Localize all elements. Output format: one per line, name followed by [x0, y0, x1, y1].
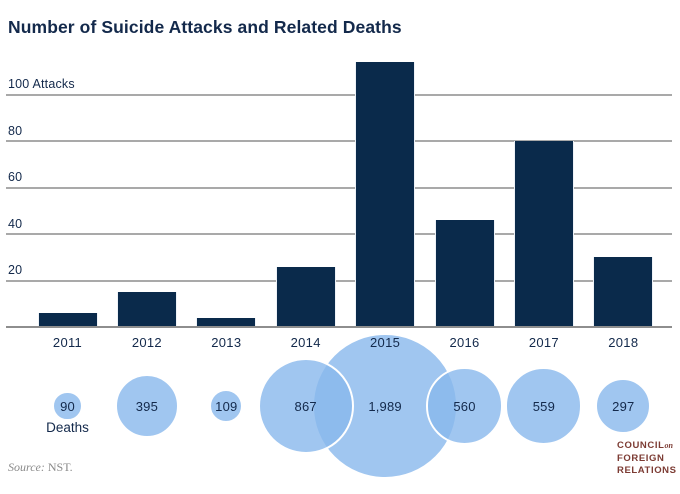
- attacks-bar-2016: [434, 220, 495, 327]
- attacks-bar-2012: [116, 292, 177, 327]
- year-label-2016: 2016: [449, 335, 480, 350]
- year-label-2012: 2012: [131, 335, 162, 350]
- gridline-20: [6, 279, 672, 282]
- deaths-bubble-2017: [505, 367, 583, 445]
- attacks-bar-2018: [593, 257, 654, 327]
- attacks-bar-2013: [196, 317, 257, 327]
- cfr-logo-line2: FOREIGN: [617, 452, 665, 464]
- y-tick-label-60: 60: [8, 170, 23, 184]
- y-tick-label-40: 40: [8, 216, 23, 231]
- cfr-logo: COUNCILon FOREIGN RELATIONS: [617, 440, 677, 478]
- year-label-2013: 2013: [211, 335, 242, 350]
- deaths-value-2012: 395: [135, 398, 159, 414]
- year-label-2011: 2011: [52, 335, 83, 350]
- gridline-100: [6, 93, 672, 96]
- cfr-logo-line1: COUNCILon: [617, 440, 673, 451]
- deaths-bubble-2011: [52, 390, 83, 422]
- deaths-caption: Deaths: [46, 420, 89, 435]
- gridline-80: [6, 140, 672, 142]
- deaths-value-2015: 1,989: [368, 398, 402, 414]
- deaths-value-2016: 560: [453, 398, 476, 414]
- source-value: NST.: [47, 460, 73, 474]
- deaths-bubble-2018: [595, 377, 652, 435]
- chart-title: Number of Suicide Attacks and Related De…: [8, 17, 402, 37]
- y-tick-label-100: 100 Attacks: [8, 77, 75, 91]
- attacks-bar-2014: [275, 266, 336, 327]
- attacks-bar-2011: [37, 313, 98, 327]
- gridline-40: [6, 233, 672, 235]
- x-axis-line: [6, 326, 672, 328]
- deaths-bubble-2014: [257, 358, 354, 454]
- y-tick-label-80: 80: [8, 123, 23, 138]
- year-label-2018: 2018: [608, 335, 639, 350]
- deaths-bubble-2012: [114, 373, 180, 439]
- deaths-value-2011: 90: [60, 398, 75, 414]
- cfr-logo-line3: RELATIONS: [617, 465, 677, 476]
- cfr-logo-script-on: on: [664, 441, 673, 450]
- y-tick-label-20: 20: [8, 263, 23, 277]
- deaths-value-2017: 559: [532, 398, 556, 414]
- deaths-bubble-2016: [425, 367, 504, 445]
- gridline-60: [6, 186, 672, 189]
- deaths-value-2014: 867: [294, 398, 317, 414]
- source-label: Source:: [8, 460, 45, 474]
- deaths-value-2018: 297: [612, 398, 635, 414]
- year-label-2017: 2017: [528, 335, 559, 350]
- deaths-bubble-2013: [209, 388, 244, 423]
- attacks-bar-2015: [355, 61, 416, 327]
- source-note: Source: NST.: [8, 460, 73, 475]
- deaths-value-2013: 109: [215, 398, 238, 414]
- year-label-2015: 2015: [370, 335, 401, 350]
- attacks-bar-2017: [513, 141, 574, 327]
- year-label-2014: 2014: [290, 335, 321, 350]
